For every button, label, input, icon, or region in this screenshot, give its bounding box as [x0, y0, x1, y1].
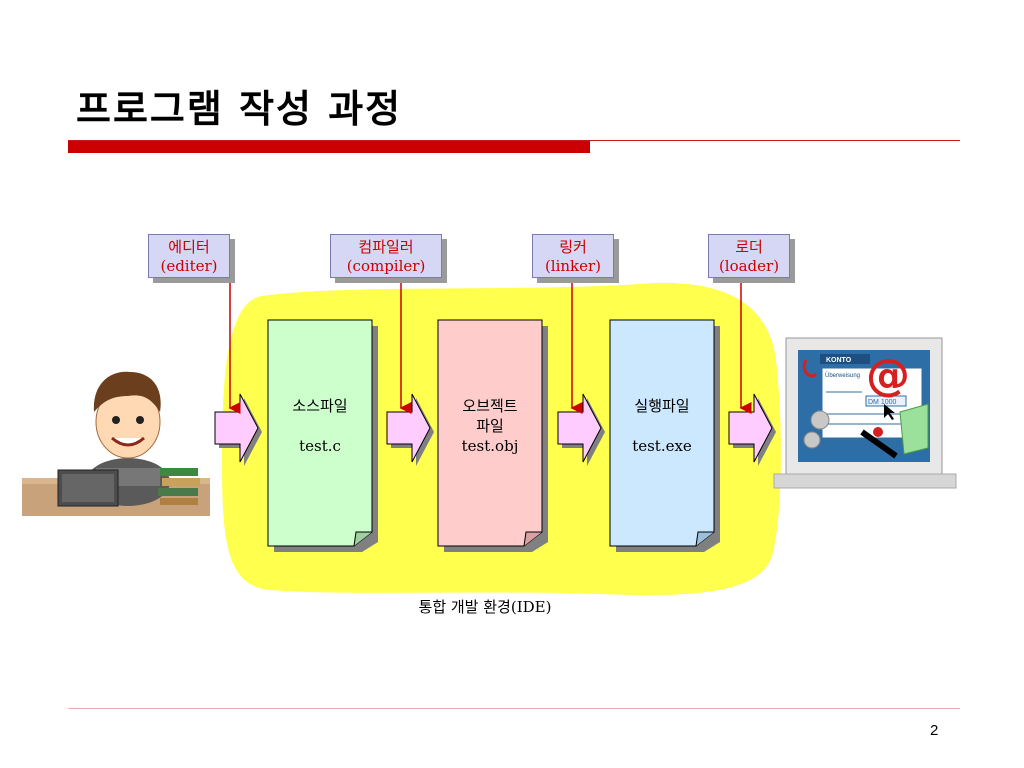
exe-file-title: 실행파일	[634, 397, 690, 415]
flow-arrow-2	[386, 393, 434, 466]
linker-label-eng: (linker)	[544, 257, 602, 275]
programmer-icon	[22, 371, 210, 516]
source-file-text: 소스파일 test.c	[268, 396, 372, 456]
source-file-doc	[267, 319, 378, 552]
editor-label-name: 에디터	[168, 238, 210, 256]
object-file-subtitle: 파일	[476, 417, 504, 435]
object-file-doc	[437, 319, 548, 552]
footer-divider	[68, 708, 960, 709]
monitor-icon: KONTO Überweisung DM 1000 @	[773, 337, 957, 489]
exe-file-text: 실행파일 test.exe	[610, 396, 714, 456]
page-title: 프로그램 작성 과정	[76, 87, 403, 131]
object-file-title: 오브젝트	[462, 397, 518, 415]
exe-file-subtitle	[610, 416, 714, 436]
loader-label-name: 로더	[735, 238, 763, 256]
title-accent-bar	[68, 141, 590, 153]
compiler-label-name: 컴파일러	[358, 238, 414, 256]
source-file-title: 소스파일	[292, 397, 348, 415]
at-sign-icon: @	[866, 350, 910, 401]
title-underline	[68, 140, 960, 141]
ide-label: 통합 개발 환경(IDE)	[418, 598, 552, 616]
page-number: 2	[930, 722, 939, 739]
compiler-label-box: 컴파일러 (compiler)	[330, 234, 442, 278]
flow-arrow-3	[557, 393, 605, 466]
source-file-name: test.c	[299, 437, 341, 455]
compiler-label-eng: (compiler)	[346, 257, 426, 275]
loader-label-eng: (loader)	[718, 257, 780, 275]
executable-file-doc	[609, 319, 720, 552]
exe-file-name: test.exe	[632, 437, 692, 455]
linker-label-name: 링커	[559, 238, 587, 256]
screen-header: KONTO	[826, 357, 852, 364]
source-file-subtitle	[268, 416, 372, 436]
object-file-name: test.obj	[461, 437, 519, 455]
loader-label-box: 로더 (loader)	[708, 234, 790, 278]
editor-label-box: 에디터 (editer)	[148, 234, 230, 278]
screen-form-label: Überweisung	[825, 372, 860, 379]
linker-label-box: 링커 (linker)	[532, 234, 614, 278]
flow-arrow-4	[728, 393, 776, 466]
editor-label-eng: (editer)	[160, 257, 218, 275]
object-file-text: 오브젝트 파일 test.obj	[438, 396, 542, 456]
screen-amount: DM 1000	[868, 399, 897, 406]
